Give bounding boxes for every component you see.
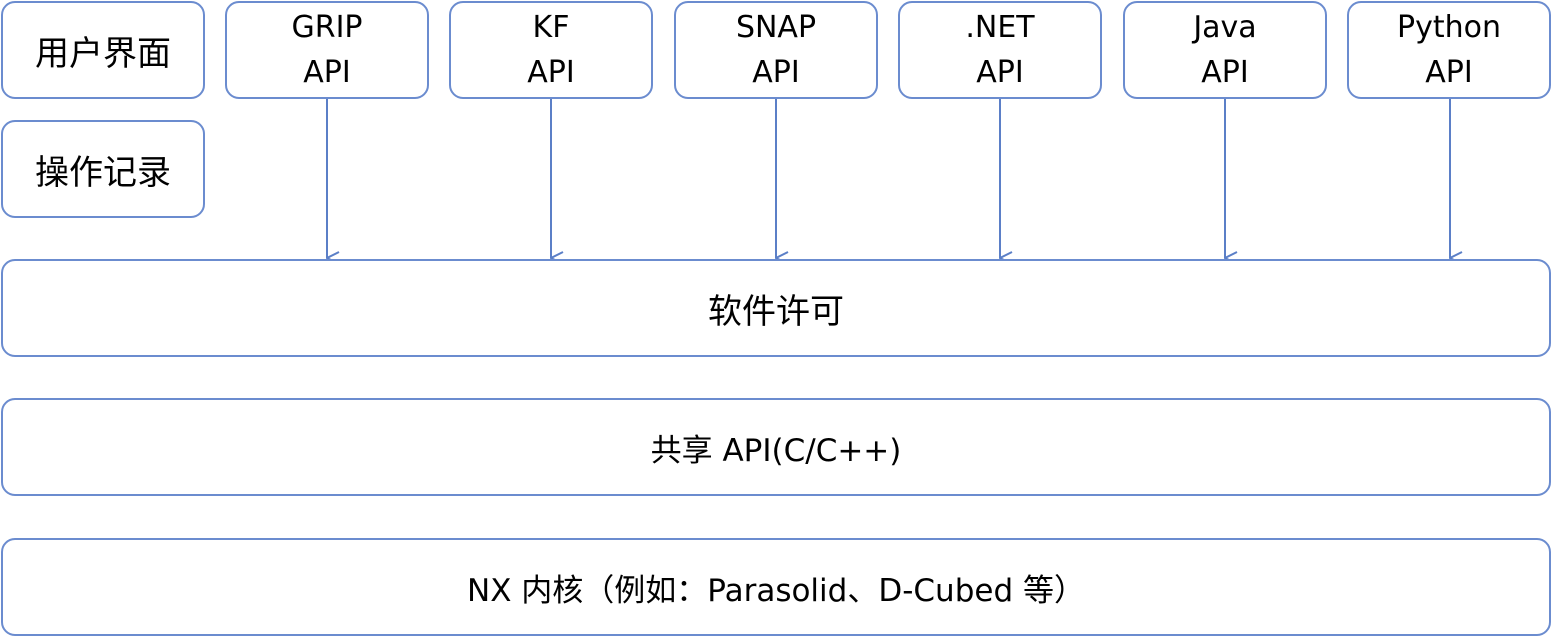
kf-api-box: KF API [449,1,653,99]
api-box-subtitle: API [976,55,1024,90]
shared-api-layer: 共享 API(C/C++) [1,398,1551,496]
grip-api-box: GRIP API [225,1,429,99]
operation-record-box: 操作记录 [1,120,205,218]
snap-api-box: SNAP API [674,1,878,99]
api-box-title: Java [1193,10,1257,45]
user-interface-label: 用户界面 [35,33,171,74]
software-license-label: 软件许可 [708,291,844,332]
python-api-box: Python API [1347,1,1551,99]
user-interface-box: 用户界面 [1,1,205,99]
java-api-box: Java API [1123,1,1327,99]
api-box-subtitle: API [1425,55,1473,90]
api-box-subtitle: API [303,55,351,90]
api-box-subtitle: API [752,55,800,90]
api-box-subtitle: API [1201,55,1249,90]
api-box-title: GRIP [291,10,363,45]
nx-kernel-label: NX 内核（例如：Parasolid、D-Cubed 等） [467,572,1085,609]
software-license-layer: 软件许可 [1,259,1551,357]
api-box-title: .NET [965,10,1035,45]
nx-kernel-layer: NX 内核（例如：Parasolid、D-Cubed 等） [1,538,1551,636]
operation-record-label: 操作记录 [35,152,171,193]
api-box-subtitle: API [527,55,575,90]
dotnet-api-box: .NET API [898,1,1102,99]
api-box-title: KF [532,10,570,45]
shared-api-label: 共享 API(C/C++) [650,432,902,469]
api-box-title: SNAP [735,10,817,45]
api-box-title: Python [1397,10,1501,45]
